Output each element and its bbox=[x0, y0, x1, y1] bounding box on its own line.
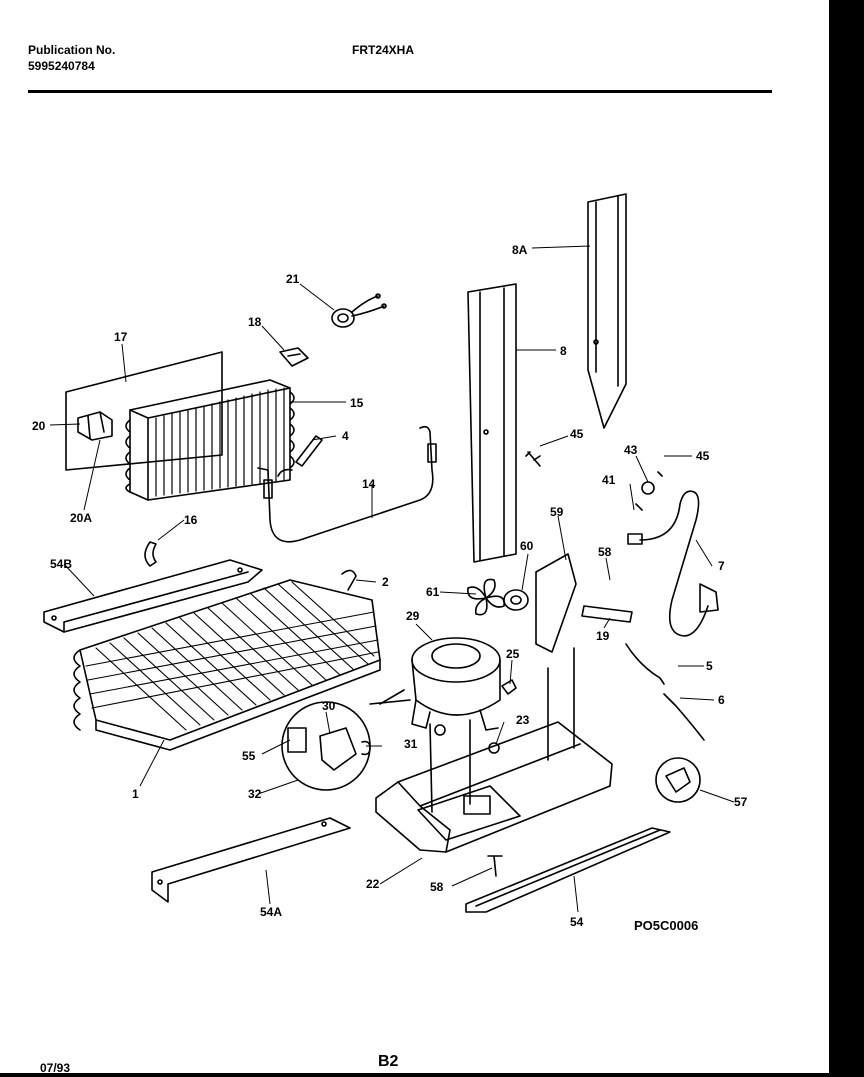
callout-20: 20 bbox=[32, 419, 46, 433]
callout-31: 31 bbox=[404, 737, 418, 751]
callout-32: 32 bbox=[248, 787, 262, 801]
callout-15: 15 bbox=[350, 396, 364, 410]
fan-bracket-part bbox=[535, 553, 577, 653]
callout-5: 5 bbox=[706, 659, 713, 673]
clip-2-part bbox=[341, 569, 357, 591]
screw-part bbox=[525, 451, 541, 467]
callout-59: 59 bbox=[550, 505, 564, 519]
footer-date: 07/93 bbox=[40, 1061, 71, 1075]
relay-clip-part bbox=[501, 679, 517, 695]
callout-54A: 54A bbox=[260, 905, 282, 919]
callout-45-right: 45 bbox=[696, 449, 710, 463]
callout-2: 2 bbox=[382, 575, 389, 589]
callout-17: 17 bbox=[114, 330, 128, 344]
cord-clamp-part bbox=[635, 471, 663, 511]
callout-54: 54 bbox=[570, 915, 584, 929]
model-number: FRT24XHA bbox=[352, 43, 415, 57]
callout-1: 1 bbox=[132, 787, 139, 801]
page-edge-bar bbox=[829, 0, 864, 1077]
clamp-part bbox=[144, 541, 157, 567]
callout-7: 7 bbox=[718, 559, 725, 573]
callout-60: 60 bbox=[520, 539, 534, 553]
rear-channel-part bbox=[587, 193, 627, 429]
callout-43: 43 bbox=[624, 443, 638, 457]
callout-41: 41 bbox=[602, 473, 616, 487]
page-bottom-edge bbox=[0, 1073, 864, 1077]
callout-18: 18 bbox=[248, 315, 262, 329]
power-cord-part bbox=[627, 490, 719, 637]
callout-labels: 21 18 17 15 20 4 20A 14 16 54B 2 8A 8 45… bbox=[32, 243, 748, 929]
upper-bracket-part bbox=[43, 559, 263, 633]
callout-8A: 8A bbox=[512, 243, 528, 257]
callout-58-lower: 58 bbox=[430, 880, 444, 894]
fan-blade-part bbox=[467, 578, 505, 616]
overload-relay-part bbox=[331, 293, 387, 328]
diagram-code: PO5C0006 bbox=[634, 918, 699, 933]
callout-58-upper: 58 bbox=[598, 545, 612, 559]
callout-45-upper: 45 bbox=[570, 427, 584, 441]
callout-57: 57 bbox=[734, 795, 748, 809]
heater-wire-part bbox=[257, 425, 437, 543]
evaporator-assembly bbox=[65, 351, 295, 501]
callout-30: 30 bbox=[322, 699, 336, 713]
base-pan-part bbox=[375, 647, 613, 853]
callout-8: 8 bbox=[560, 344, 567, 358]
callout-19: 19 bbox=[596, 629, 610, 643]
clip-part bbox=[279, 347, 309, 367]
inset-roller-detail bbox=[655, 757, 701, 803]
callout-21: 21 bbox=[286, 272, 300, 286]
exploded-parts-drawing: 21 18 17 15 20 4 20A 14 16 54B 2 8A 8 45… bbox=[32, 193, 748, 929]
compressor-part bbox=[379, 637, 501, 754]
callout-4: 4 bbox=[342, 429, 349, 443]
callout-16: 16 bbox=[184, 513, 198, 527]
front-rail-right-part bbox=[465, 827, 671, 913]
callout-25: 25 bbox=[506, 647, 520, 661]
callout-54B: 54B bbox=[50, 557, 72, 571]
callout-61: 61 bbox=[426, 585, 440, 599]
publication-label: Publication No. bbox=[28, 43, 116, 57]
header-rule bbox=[28, 90, 772, 93]
callout-20A: 20A bbox=[70, 511, 92, 525]
fan-motor-part bbox=[503, 589, 529, 611]
page-code: B2 bbox=[378, 1053, 399, 1070]
callout-55: 55 bbox=[242, 749, 256, 763]
drain-tube-part bbox=[581, 605, 633, 623]
callout-6: 6 bbox=[718, 693, 725, 707]
publication-number: 5995240784 bbox=[28, 59, 95, 73]
callout-29: 29 bbox=[406, 609, 420, 623]
wire-connector-part bbox=[625, 643, 705, 741]
front-rail-left-part bbox=[151, 817, 351, 903]
callout-22: 22 bbox=[366, 877, 380, 891]
screw-58-part bbox=[487, 855, 503, 877]
side-channel-part bbox=[467, 283, 517, 563]
defrost-thermostat-part bbox=[277, 435, 323, 477]
callout-14: 14 bbox=[362, 477, 376, 491]
callout-23: 23 bbox=[516, 713, 530, 727]
inset-relay-detail bbox=[281, 699, 411, 791]
condenser-part bbox=[73, 579, 381, 751]
